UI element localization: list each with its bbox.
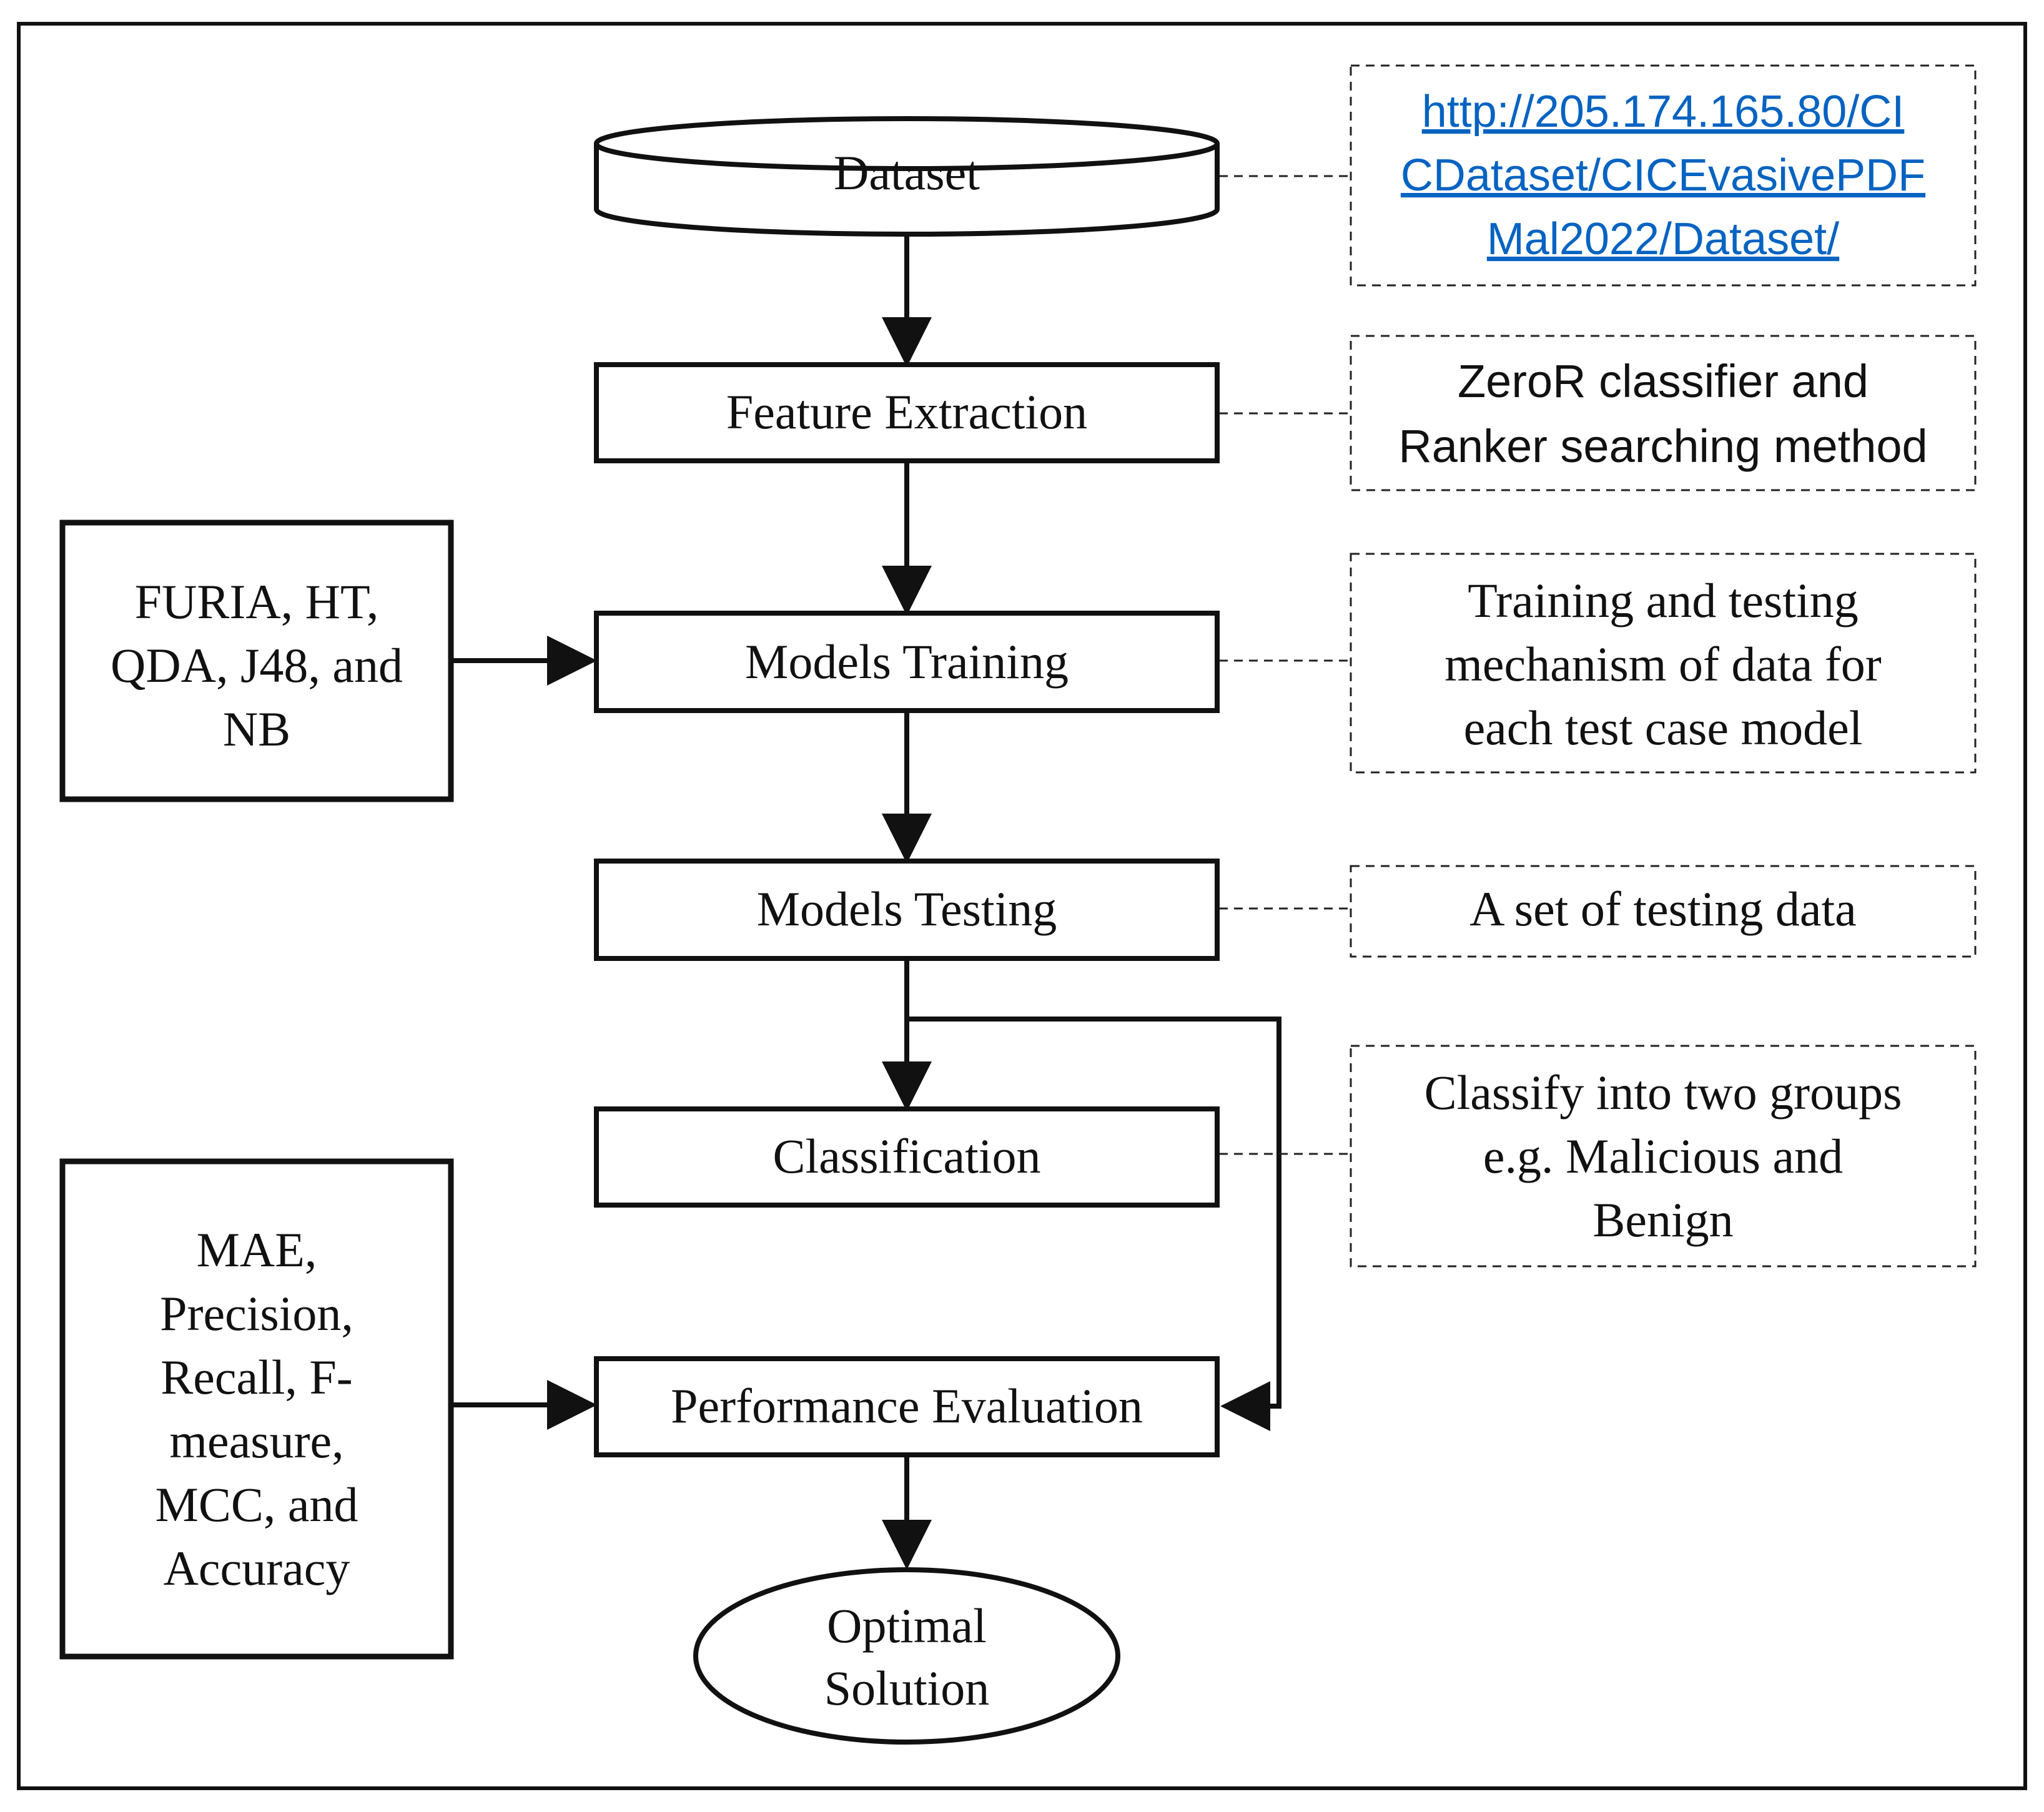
dataset-link-line-2[interactable]: CDataset/CICEvasivePDF [1401,150,1925,200]
feature-extraction-note-line-2: Ranker searching method [1398,420,1927,472]
classification-note-line-2: e.g. Malicious and [1483,1129,1843,1183]
arrow-models-testing-to-performance-evaluation [907,1017,1281,1431]
metrics-line-6: Accuracy [164,1541,350,1595]
metrics-line-3: Recall, F- [160,1350,353,1404]
models-testing-label: Models Testing [757,882,1057,936]
models-training-note-line-3: each test case model [1464,701,1863,755]
optimal-solution-label-line-1: Optimal [827,1598,987,1653]
algorithms-box: FURIA, HT, QDA, J48, and NB [59,519,454,802]
models-testing-note: A set of testing data [1350,865,1977,958]
classification-label: Classification [773,1129,1041,1183]
feature-extraction-note: ZeroR classifier and Ranker searching me… [1350,335,1977,491]
dataset-label: Dataset [834,145,980,200]
classification-note-line-1: Classify into two groups [1424,1065,1902,1120]
outer-frame [17,22,2027,1790]
algorithms-line-2: QDA, J48, and [111,638,403,692]
feature-extraction-note-line-1: ZeroR classifier and [1458,355,1869,407]
optimal-solution-node: Optimal Solution [693,1567,1120,1745]
classification-node: Classification [594,1106,1220,1208]
metrics-box: MAE, Precision, Recall, F- measure, MCC,… [59,1158,454,1660]
algorithms-line-3: NB [223,702,290,756]
metrics-line-5: MCC, and [155,1477,358,1532]
models-training-note-line-1: Training and testing [1468,573,1858,628]
dataset-link-note: http://205.174.165.80/CI CDataset/CICEva… [1350,64,1977,287]
dataset-link-line-3[interactable]: Mal2022/Dataset/ [1487,214,1839,264]
models-training-note: Training and testing mechanism of data f… [1350,553,1977,774]
models-testing-note-line-1: A set of testing data [1469,882,1857,936]
metrics-line-4: measure, [169,1414,343,1468]
algorithms-line-1: FURIA, HT, [135,574,379,629]
feature-extraction-label: Feature Extraction [726,385,1087,439]
dataset-link-line-1[interactable]: http://205.174.165.80/CI [1422,87,1905,137]
metrics-line-1: MAE, [197,1223,317,1277]
feature-extraction-node: Feature Extraction [594,362,1220,463]
performance-evaluation-node: Performance Evaluation [594,1356,1220,1457]
classification-note-line-3: Benign [1592,1193,1733,1247]
models-training-node: Models Training [594,611,1220,713]
classification-note: Classify into two groups e.g. Malicious … [1350,1045,1977,1268]
performance-evaluation-label: Performance Evaluation [671,1379,1143,1433]
optimal-solution-label-line-2: Solution [824,1661,989,1715]
models-training-note-line-2: mechanism of data for [1444,637,1882,691]
models-testing-node: Models Testing [594,859,1220,961]
dataset-node: Dataset [594,116,1220,237]
models-training-label: Models Training [745,634,1069,689]
metrics-line-2: Precision, [160,1286,353,1341]
